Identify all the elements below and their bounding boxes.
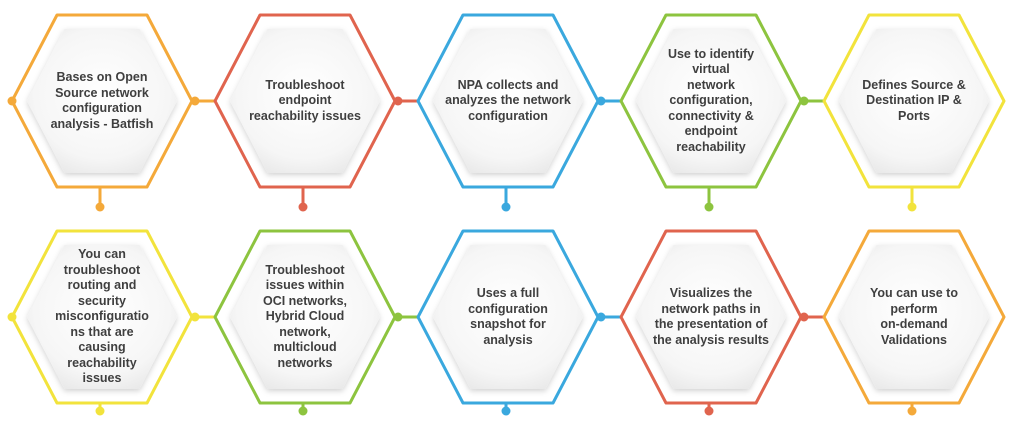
connector-dot-r1-s4 [799, 96, 809, 106]
hexagon-body-r1-s5 [839, 29, 989, 173]
stem-line-r1-s3 [469, 185, 508, 203]
hexagon-outline-r2-s1 [10, 229, 194, 405]
hexagon-outline-r2-s3 [416, 229, 600, 405]
hexagon-body-r1-s4 [636, 29, 786, 173]
connector-dot-r1-s3 [596, 96, 606, 106]
hexagon-outline-r1-s5 [822, 13, 1006, 189]
hexagon-body-r2-s2 [230, 245, 380, 389]
stem-line-r1-s2 [266, 185, 305, 203]
hexagon-outline-r2-s5 [822, 229, 1006, 405]
stem-dot-r2-s1 [95, 406, 105, 416]
hexagon-body-r2-s4 [636, 245, 786, 389]
stem-dot-r1-s4 [704, 202, 714, 212]
hexagon-outline-r1-s1 [10, 13, 194, 189]
stem-dot-r2-s5 [907, 406, 917, 416]
hexagon-outline-r1-s2 [213, 13, 397, 189]
hexagon-outline-r1-s3 [416, 13, 600, 189]
stem-dot-r2-s4 [704, 406, 714, 416]
hexagon-body-r2-s5 [839, 245, 989, 389]
hexagon-outline-r2-s2 [213, 229, 397, 405]
stem-dot-r1-s1 [95, 202, 105, 212]
stem-dot-r2-s3 [501, 406, 511, 416]
hexagon-outline-r2-s4 [619, 229, 803, 405]
stem-dot-r1-s5 [907, 202, 917, 212]
connector-dot-r2-s1 [190, 312, 200, 322]
stem-dot-r1-s3 [501, 202, 511, 212]
stem-line-r1-s1 [63, 185, 102, 203]
connector-dot-r2-s2 [393, 312, 403, 322]
connector-dot-r2-s3 [596, 312, 606, 322]
stem-line-r1-s4 [672, 185, 711, 203]
hexagon-body-r2-s1 [27, 245, 177, 389]
stem-dot-r1-s2 [298, 202, 308, 212]
hexagon-layer [10, 13, 1006, 405]
stem-line-r1-s5 [875, 185, 914, 203]
hexagon-body-r2-s3 [433, 245, 583, 389]
hexagon-body-r1-s2 [230, 29, 380, 173]
connector-dot-r2-s4 [799, 312, 809, 322]
stem-dot-r2-s2 [298, 406, 308, 416]
connector-dot-r1-s2 [393, 96, 403, 106]
hexagon-body-r1-s3 [433, 29, 583, 173]
connector-dot-r1-s1 [190, 96, 200, 106]
hexagon-outline-r1-s4 [619, 13, 803, 189]
hexagon-body-r1-s1 [27, 29, 177, 173]
